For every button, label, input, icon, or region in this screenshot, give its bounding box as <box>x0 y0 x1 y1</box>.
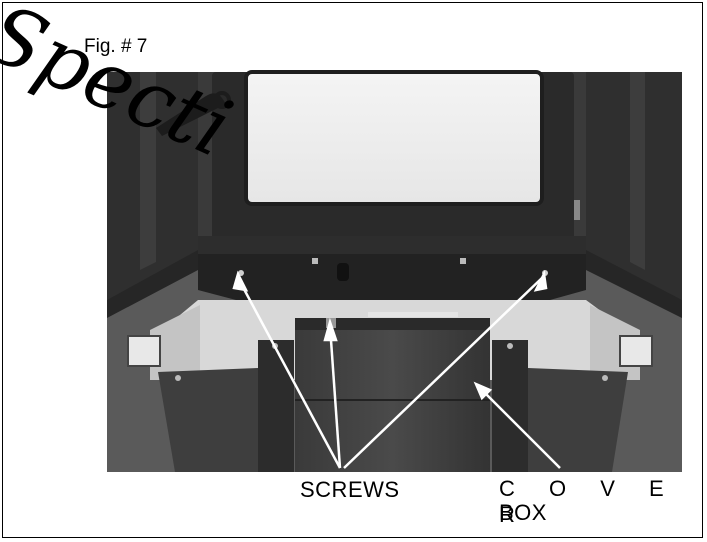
door-handle <box>156 93 226 136</box>
box-label: BOX <box>499 500 547 525</box>
left-skirt <box>158 368 258 472</box>
screws-label: SCREWS <box>300 477 400 502</box>
right-skirt <box>528 368 628 472</box>
left-leg <box>258 340 294 472</box>
leader-lines <box>232 269 561 469</box>
door-glass <box>246 72 542 204</box>
cover-label: C O V E R <box>499 476 678 527</box>
figure-label: Fig. # 7 <box>84 36 148 57</box>
